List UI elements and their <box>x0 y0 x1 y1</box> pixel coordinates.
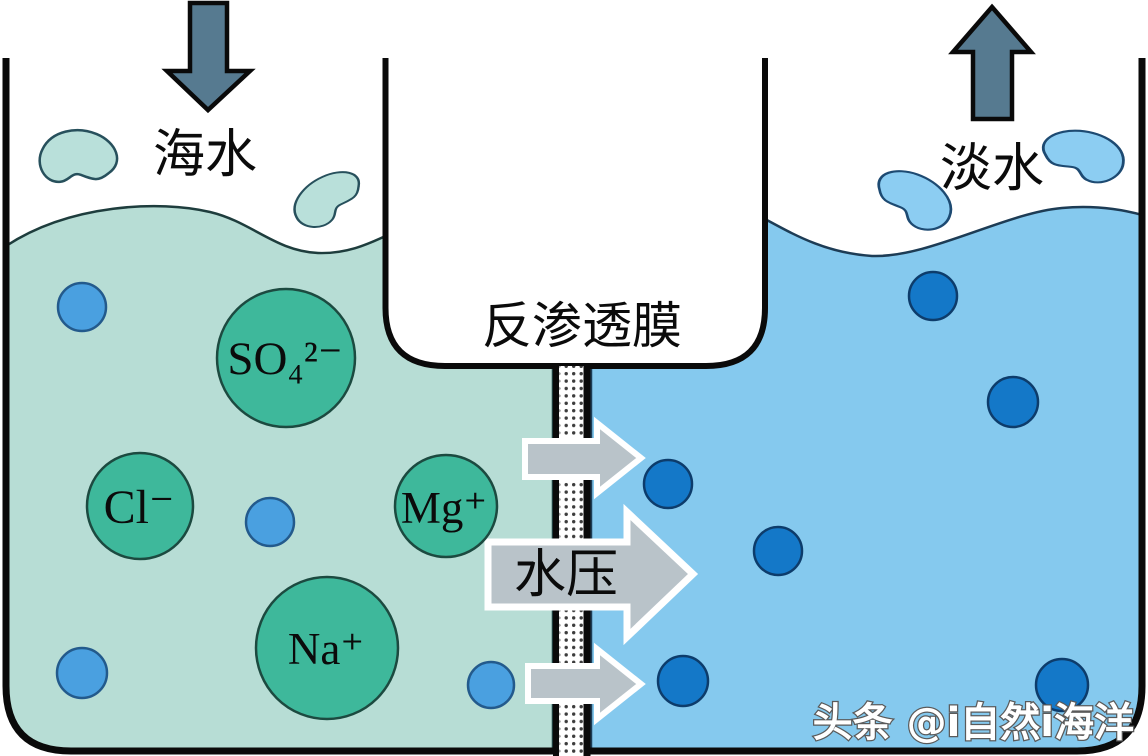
water-molecule-right <box>656 654 710 708</box>
ion-circle-sodium <box>254 575 400 721</box>
water-molecule-right <box>986 375 1040 429</box>
watermark: 头条 @i自然i海洋 <box>813 700 1134 746</box>
freshwater-outflow-arrow <box>948 3 1036 122</box>
water-molecule-right <box>642 458 694 510</box>
ion-circle-sulfate <box>215 287 357 429</box>
pressure-arrow-top <box>522 416 646 500</box>
freshwater-label: 淡水 <box>940 141 1044 198</box>
splash-droplet-right-2 <box>1040 125 1127 189</box>
ion-label-magnesium: Mg⁺ <box>401 483 487 533</box>
membrane-label: 反渗透膜 <box>482 298 682 354</box>
ion-label-sodium: Na⁺ <box>288 624 364 674</box>
water-molecule-left <box>56 281 108 333</box>
ion-circle-chloride <box>85 451 195 561</box>
splash-droplet-left-2 <box>286 166 369 234</box>
water-molecule-right <box>907 270 959 322</box>
water-pressure-label: 水压 <box>514 547 618 604</box>
ion-label-chloride: Cl⁻ <box>104 481 175 534</box>
water-molecule-left <box>55 646 109 700</box>
water-molecule-left <box>466 660 516 710</box>
pressure-arrow-large <box>484 503 699 646</box>
pressure-arrow-bottom <box>525 642 646 726</box>
water-molecule-left <box>244 496 296 548</box>
seawater-inflow-arrow <box>161 0 256 114</box>
water-molecule-right <box>752 525 804 577</box>
ion-circle-magnesium <box>393 453 499 559</box>
ion-label-sulfate: SO₄²⁻ <box>227 333 342 385</box>
splash-droplet-left-1 <box>29 111 127 208</box>
seawater-label: 海水 <box>153 127 257 184</box>
water-molecule-right <box>1034 657 1090 713</box>
